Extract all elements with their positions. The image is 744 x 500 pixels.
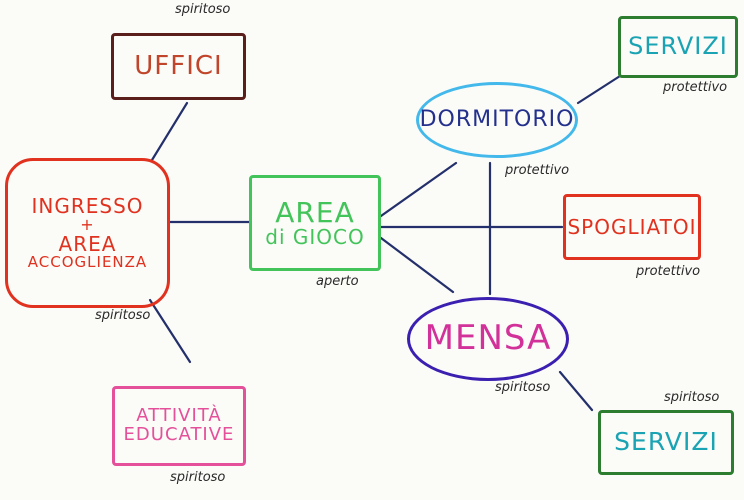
node-servizi-bottom-label: SERVIZI <box>614 427 718 457</box>
node-mensa: MENSA <box>407 297 569 381</box>
node-ingresso-line2: + <box>80 214 95 234</box>
node-area-line2: di GIOCO <box>265 225 365 250</box>
tag-mensa: spiritoso <box>495 380 551 395</box>
tag-uffici: spiritoso <box>175 2 231 17</box>
tag-servizi-bottom: spiritoso <box>664 390 720 405</box>
node-dormitorio-label: DORMITORIO <box>419 107 575 133</box>
node-servizi-top-label: SERVIZI <box>628 32 728 61</box>
node-uffici: UFFICI <box>111 33 246 100</box>
tag-dormitorio: protettivo <box>505 163 570 178</box>
edge-area-to-mensa <box>379 236 455 294</box>
node-mensa-label: MENSA <box>424 318 552 359</box>
edge-ingresso-to-attivita <box>148 298 192 364</box>
edge-dormitorio-to-servizi-top <box>576 74 622 105</box>
tag-area: aperto <box>316 274 359 289</box>
node-spogliatoi: SPOGLIATOI <box>563 194 701 260</box>
node-ingresso-line3: AREA <box>58 231 117 256</box>
node-servizi-top: SERVIZI <box>618 16 738 78</box>
tag-attivita: spiritoso <box>170 470 226 485</box>
node-attivita-educative: ATTIVITÀ EDUCATIVE <box>112 386 246 466</box>
edge-uffici-to-ingresso <box>150 101 189 162</box>
tag-servizi-top: protettivo <box>663 80 728 95</box>
node-servizi-bottom: SERVIZI <box>598 410 734 475</box>
edge-area-to-dormitorio <box>379 161 458 218</box>
tag-ingresso: spiritoso <box>95 308 151 323</box>
node-ingresso-line4: ACCOGLIENZA <box>27 252 148 271</box>
node-ingresso-line1: INGRESSO <box>31 193 144 218</box>
node-area-di-gioco: AREA di GIOCO <box>249 175 381 271</box>
node-uffici-label: UFFICI <box>134 50 223 81</box>
tag-spogliatoi: protettivo <box>636 264 701 279</box>
node-attivita-line1: ATTIVITÀ <box>136 405 222 427</box>
node-attivita-line2: EDUCATIVE <box>123 424 235 445</box>
node-dormitorio: DORMITORIO <box>416 82 578 158</box>
node-spogliatoi-label: SPOGLIATOI <box>567 214 697 239</box>
node-ingresso-area-accoglienza: INGRESSO + AREA ACCOGLIENZA <box>5 158 170 308</box>
edge-mensa-to-servizi-bottom <box>558 370 594 412</box>
node-area-line1: AREA <box>275 195 355 229</box>
